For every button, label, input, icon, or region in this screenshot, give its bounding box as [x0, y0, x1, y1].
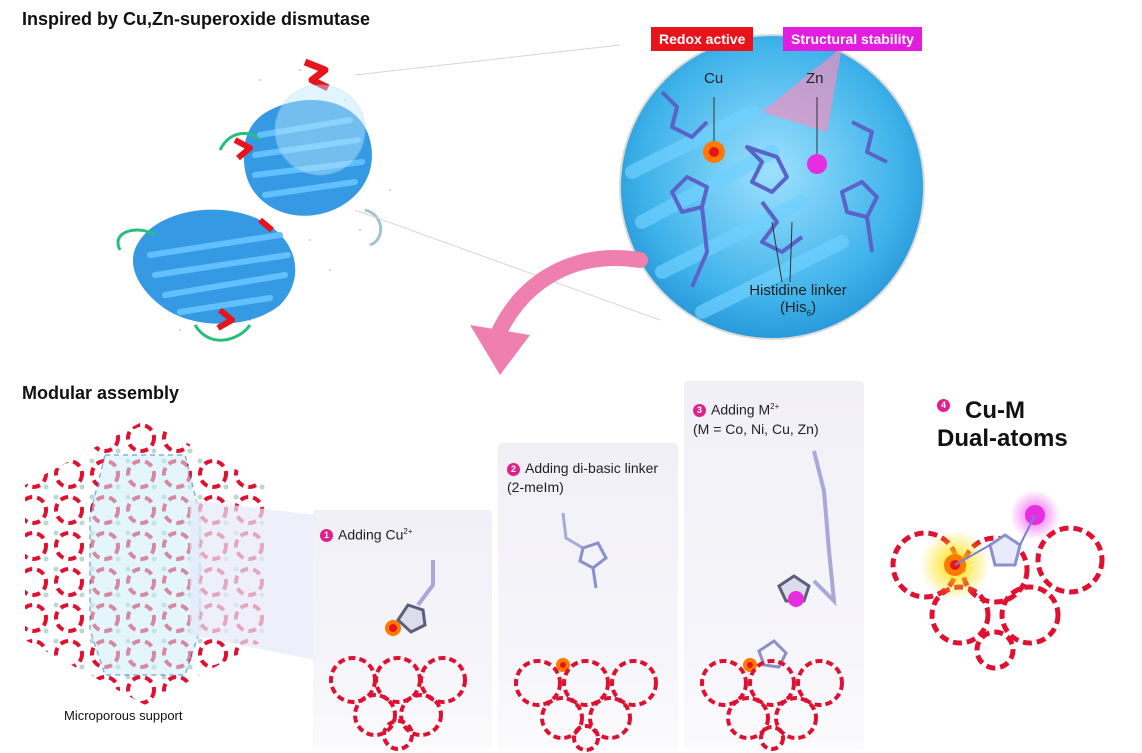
zn-atom-label: Zn	[806, 70, 824, 87]
step-2-panel: 2 Adding di-basic linker (2-meIm)	[498, 443, 678, 752]
curved-arrow	[470, 250, 648, 375]
dual-atom-illustration	[890, 490, 1105, 671]
step-4-heading: 4 Cu-M Dual-atoms	[937, 397, 1087, 453]
protein-structure-illustration	[116, 44, 661, 342]
redox-active-tag: Redox active	[651, 27, 754, 51]
step-1-illustration	[329, 560, 467, 751]
step-3-text-line2: (M = Co, Ni, Cu, Zn)	[693, 420, 819, 437]
step-3-text-line1: Adding M	[711, 401, 771, 418]
step-1-panel: 1 Adding Cu2+	[313, 510, 492, 751]
step-3-panel: 3 Adding M2+ (M = Co, Ni, Cu, Zn)	[684, 381, 864, 751]
structural-stability-tag: Structural stability	[783, 27, 922, 51]
step-4-title-line1: Cu-M	[965, 397, 1025, 424]
step-4-badge: 4	[937, 399, 950, 412]
active-site-zoom-circle	[619, 34, 925, 340]
microporous-support-label: Microporous support	[64, 708, 183, 723]
top-section-title: Inspired by Cu,Zn-superoxide dismutase	[22, 9, 371, 29]
step-3-illustration	[700, 450, 844, 751]
step-4-title-line2: Dual-atoms	[937, 425, 1068, 452]
step-1-superscript: 2+	[403, 527, 413, 536]
histidine-linker-label: Histidine linker (His6)	[749, 282, 847, 318]
step-1-badge: 1	[320, 529, 333, 543]
support-zoom-cone	[190, 500, 315, 660]
step-3-badge: 3	[693, 404, 706, 418]
step-3-superscript: 2+	[770, 402, 780, 411]
step-1-text: Adding Cu	[338, 526, 404, 543]
bottom-section-title: Modular assembly	[22, 383, 180, 403]
step-2-text-line2: (2-meIm)	[507, 479, 564, 495]
step-2-text-line1: Adding di-basic linker	[525, 460, 659, 476]
step-2-illustration	[514, 512, 658, 752]
step-2-badge: 2	[507, 462, 520, 476]
cu-atom-label: Cu	[704, 70, 724, 87]
